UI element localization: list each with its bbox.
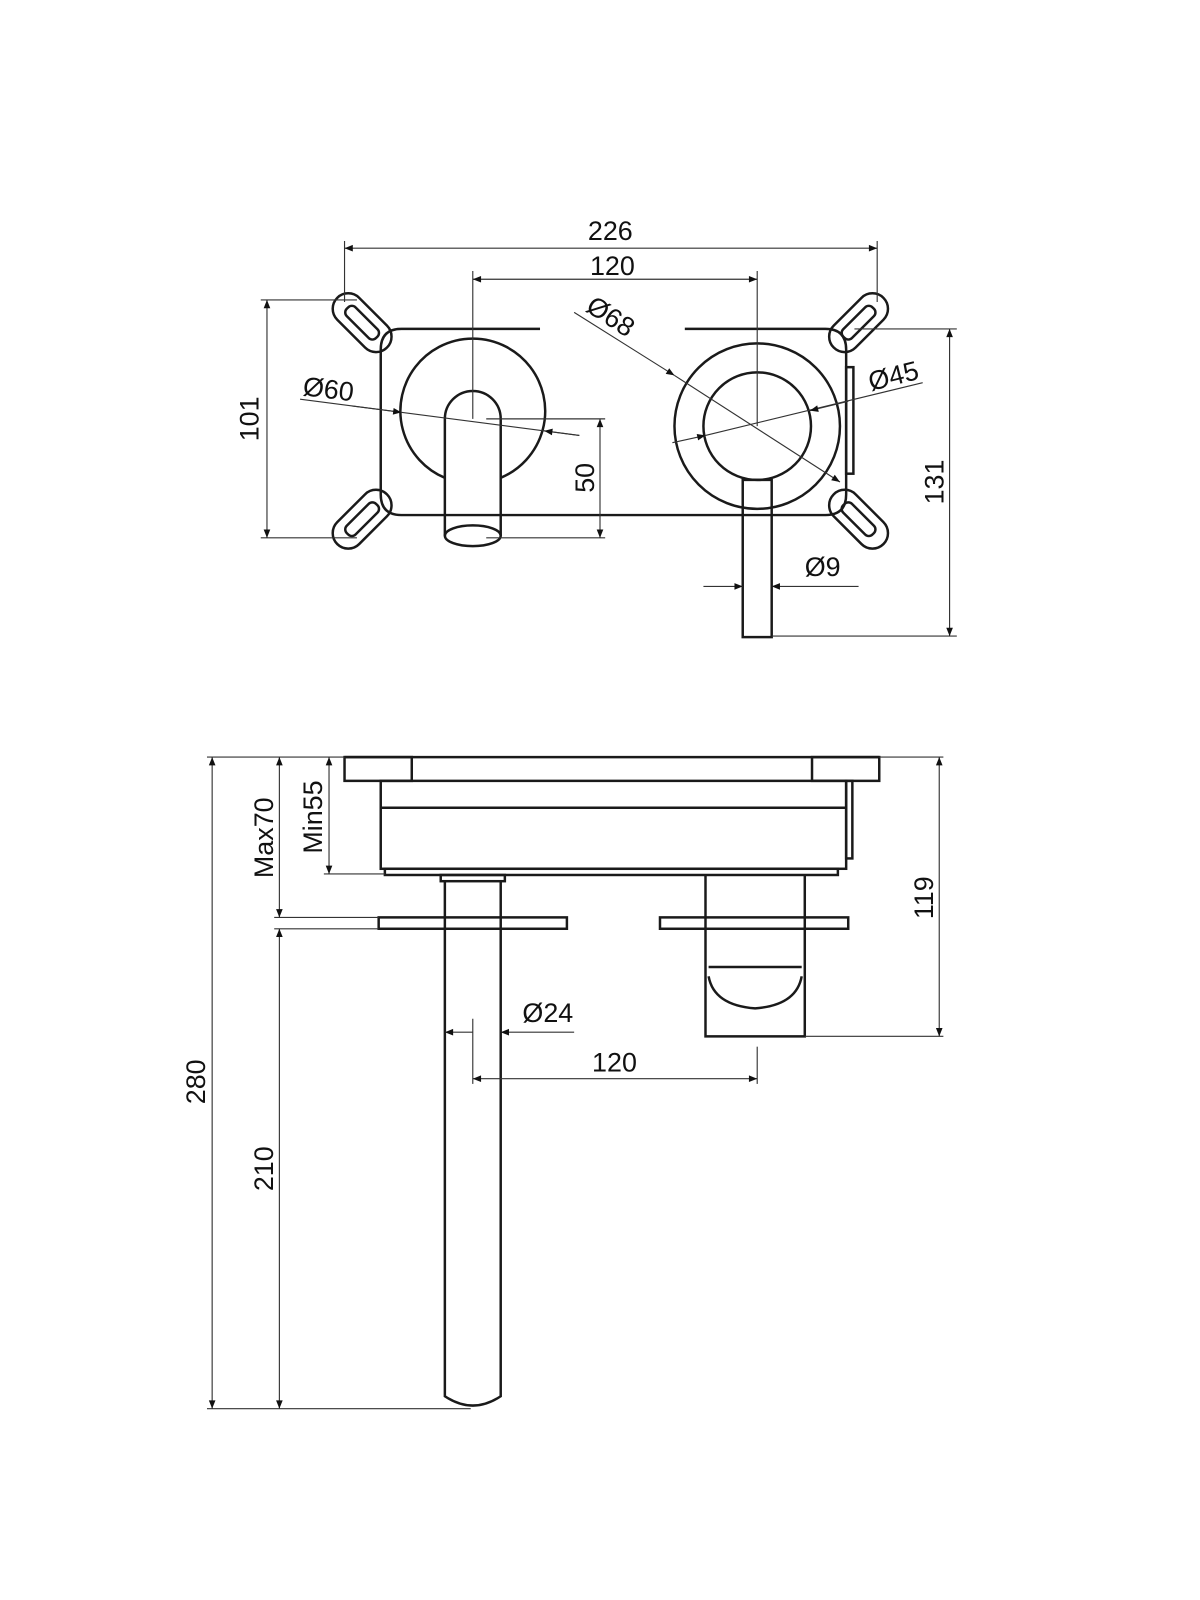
dim-label-210: 210 <box>249 1146 279 1191</box>
handle-body-side <box>704 874 807 1038</box>
dim-label-max70: Max70 <box>249 797 279 878</box>
spout-flange <box>377 916 569 931</box>
dim-label-d60: Ø60 <box>301 371 355 407</box>
dim-label-226: 226 <box>588 216 633 246</box>
dim-label-min55: Min55 <box>298 780 328 853</box>
right-ear-block <box>810 755 881 783</box>
handle-lever <box>741 478 773 639</box>
dim-label-d45: Ø45 <box>865 355 922 396</box>
handle-flange <box>658 916 850 931</box>
dim-label-280: 280 <box>181 1059 211 1104</box>
handle-curve <box>707 976 803 1010</box>
dim-line-d45 <box>672 433 706 444</box>
left-ear-block <box>343 755 414 783</box>
dim-label-101: 101 <box>235 396 265 441</box>
body-bottom-strip <box>383 867 840 877</box>
dim-label-119: 119 <box>909 876 939 919</box>
dim-label-120-side: 120 <box>592 1047 637 1077</box>
dim-line-d60 <box>299 398 580 436</box>
side-view: 280 Max70 Min55 210 119 Ø24 120 <box>181 755 944 1410</box>
valve-body <box>379 779 848 871</box>
dim-label-50: 50 <box>570 463 600 493</box>
dim-label-131: 131 <box>919 460 949 505</box>
dim-line-d68 <box>573 311 675 376</box>
spout-outlet <box>443 524 502 548</box>
front-view: 226 120 101 50 Ø60 Ø68 Ø45 131 Ø9 <box>235 216 957 639</box>
spout-cap <box>439 873 507 883</box>
backplate-side-tab <box>844 365 855 475</box>
spout-side <box>443 881 502 1407</box>
dim-label-d24: Ø24 <box>522 998 573 1028</box>
backplate-outline <box>379 327 848 517</box>
dim-label-d9: Ø9 <box>805 552 841 582</box>
dim-label-120-top: 120 <box>590 251 635 281</box>
